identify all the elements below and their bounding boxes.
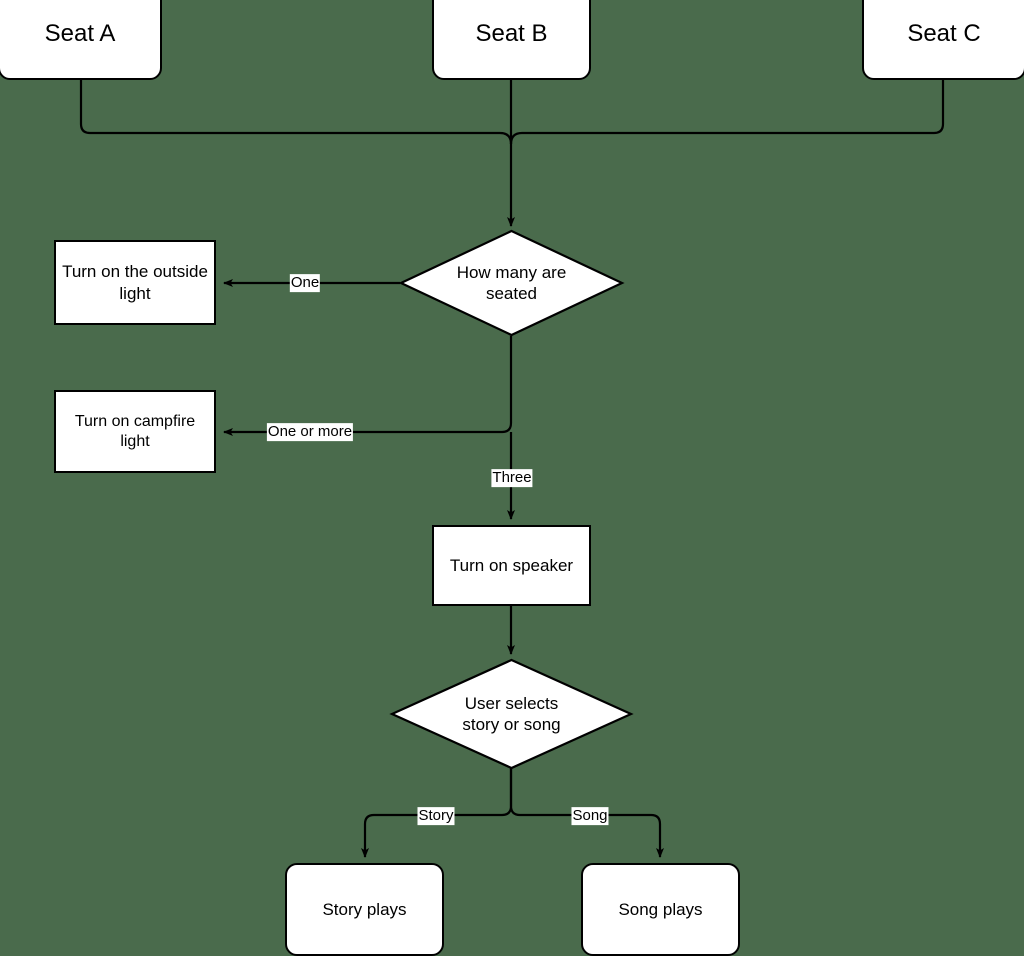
node-turn-on-speaker[interactable]: Turn on speaker: [432, 525, 591, 606]
edge-label-one-or-more: One or more: [266, 423, 354, 441]
node-story-plays-label: Story plays: [322, 899, 407, 919]
node-song-plays-label: Song plays: [618, 899, 703, 919]
node-turn-on-campfire-light[interactable]: Turn on campfire light: [54, 390, 216, 473]
node-story-plays[interactable]: Story plays: [285, 863, 444, 956]
node-user-selects[interactable]: User selects story or song: [389, 658, 634, 770]
node-seat-a[interactable]: Seat A: [0, 0, 162, 80]
node-turn-on-speaker-label: Turn on speaker: [449, 555, 574, 575]
edge-label-song: Song: [571, 807, 609, 825]
node-how-many-seated[interactable]: How many are seated: [398, 229, 625, 337]
node-seat-b[interactable]: Seat B: [432, 0, 591, 80]
node-seat-a-label: Seat A: [44, 20, 116, 47]
node-seat-c[interactable]: Seat C: [862, 0, 1024, 80]
edge-decision-to-campfire-light: [223, 336, 513, 436]
node-turn-on-outside-light-label: Turn on the outside light: [62, 262, 208, 303]
edge-seat-c-to-decision: [509, 80, 945, 145]
node-seat-b-label: Seat B: [475, 20, 548, 47]
edge-label-one: One: [289, 274, 321, 292]
diamond-shape: [398, 229, 625, 337]
edge-label-story: Story: [417, 807, 455, 825]
diamond-shape: [389, 658, 634, 770]
node-seat-c-label: Seat C: [907, 20, 981, 47]
node-song-plays[interactable]: Song plays: [581, 863, 740, 956]
node-turn-on-campfire-light-label: Turn on campfire light: [74, 412, 196, 450]
edge-label-three: Three: [491, 469, 533, 487]
node-turn-on-outside-light[interactable]: Turn on the outside light: [54, 240, 216, 325]
edge-seat-a-to-decision: [79, 80, 513, 145]
